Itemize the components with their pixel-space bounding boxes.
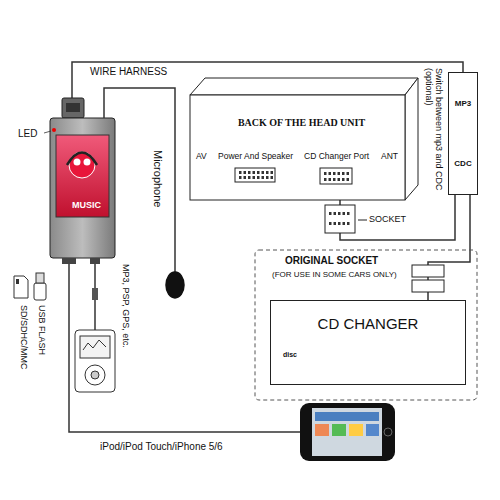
mp3-player	[75, 264, 115, 392]
port-label: AV	[196, 152, 207, 162]
head-unit	[190, 78, 418, 233]
switch-box: MP3CDC	[448, 72, 478, 195]
interface-box: MUSIC	[50, 118, 123, 258]
switch-note: Switch between mp3 and CDC (optional)	[423, 68, 444, 218]
mic-label: Microphone	[151, 150, 164, 207]
head-unit-box: BACK OF THE HEAD UNIT	[190, 95, 413, 200]
node-text: CDC	[454, 159, 471, 168]
node-text: MUSIC	[50, 200, 123, 210]
node-text: BACK OF THE HEAD UNIT	[190, 117, 413, 128]
changer-area	[255, 250, 477, 400]
pins	[239, 171, 441, 286]
cable	[340, 195, 455, 240]
device-label: iPod/iPod Touch/iPhone 5/6	[100, 441, 223, 453]
cd-changer-box: CD CHANGER	[270, 300, 466, 385]
disc-mark: disc	[283, 351, 297, 359]
socket-note: (FOR USE IN SOME CARS ONLY)	[272, 270, 397, 279]
socket-label: SOCKET	[369, 214, 406, 224]
port-label: ANT	[381, 152, 398, 162]
node-text: MP3	[455, 99, 471, 108]
wire-label: WIRE HARNESS	[90, 66, 167, 78]
node-text: CD CHANGER	[271, 315, 465, 332]
device	[44, 98, 115, 264]
port-label: Power And Speaker	[218, 152, 293, 162]
device-label: USB FLASH	[37, 305, 47, 355]
port-label: CD Changer Port	[304, 152, 369, 162]
device-label: MP3, PSP, GPS, etc.	[121, 264, 131, 348]
device-label: SD/SDHC/MMC	[19, 305, 29, 370]
socket-label: ORIGINAL SOCKET	[285, 255, 378, 267]
microphone	[104, 88, 184, 298]
card-and-usb	[14, 273, 46, 300]
led-label: LED	[18, 128, 37, 140]
